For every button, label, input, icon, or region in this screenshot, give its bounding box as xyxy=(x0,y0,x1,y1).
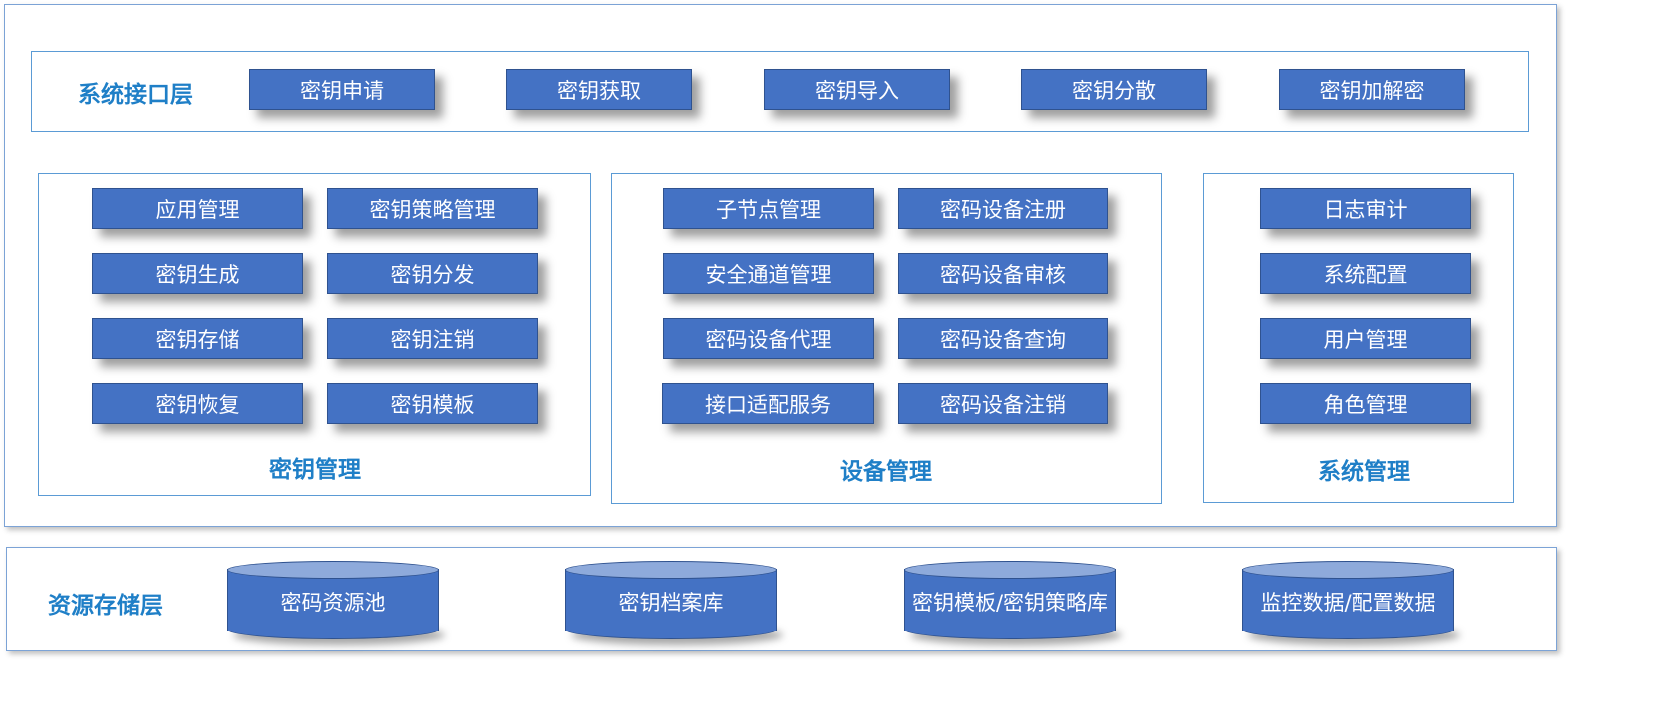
user-management-button[interactable]: 用户管理 xyxy=(1260,318,1471,359)
device-audit-button[interactable]: 密码设备审核 xyxy=(898,253,1108,294)
monitor-config-data-cylinder[interactable]: 监控数据/配置数据 xyxy=(1242,561,1454,639)
system-config-button[interactable]: 系统配置 xyxy=(1260,253,1471,294)
key-import-button[interactable]: 密钥导入 xyxy=(764,69,950,110)
crypto-resource-pool-cylinder[interactable]: 密码资源池 xyxy=(227,561,439,639)
interface-adapter-service-button[interactable]: 接口适配服务 xyxy=(662,383,874,424)
key-revoke-button[interactable]: 密钥注销 xyxy=(327,318,538,359)
app-management-button[interactable]: 应用管理 xyxy=(92,188,303,229)
system-management-title: 系统管理 xyxy=(1318,459,1410,485)
key-archive-cylinder[interactable]: 密钥档案库 xyxy=(565,561,777,639)
interface-layer-title: 系统接口层 xyxy=(78,82,193,108)
key-encrypt-decrypt-button[interactable]: 密钥加解密 xyxy=(1279,69,1465,110)
key-store-button[interactable]: 密钥存储 xyxy=(92,318,303,359)
crypto-resource-pool-label: 密码资源池 xyxy=(280,590,386,615)
key-disperse-button[interactable]: 密钥分散 xyxy=(1021,69,1207,110)
key-distribute-button[interactable]: 密钥分发 xyxy=(327,253,538,294)
key-management-title: 密钥管理 xyxy=(269,457,361,483)
secure-channel-management-button[interactable]: 安全通道管理 xyxy=(663,253,874,294)
key-recover-button[interactable]: 密钥恢复 xyxy=(92,383,303,424)
device-query-button[interactable]: 密码设备查询 xyxy=(898,318,1108,359)
child-node-management-button[interactable]: 子节点管理 xyxy=(663,188,874,229)
device-register-button[interactable]: 密码设备注册 xyxy=(898,188,1108,229)
device-proxy-button[interactable]: 密码设备代理 xyxy=(663,318,874,359)
key-template-button[interactable]: 密钥模板 xyxy=(327,383,538,424)
device-deregister-button[interactable]: 密码设备注销 xyxy=(898,383,1108,424)
key-template-policy-store-cylinder[interactable]: 密钥模板/密钥策略库 xyxy=(904,561,1116,639)
key-template-policy-store-label: 密钥模板/密钥策略库 xyxy=(911,590,1109,615)
key-fetch-button[interactable]: 密钥获取 xyxy=(506,69,692,110)
key-archive-label: 密钥档案库 xyxy=(618,590,724,615)
key-apply-button[interactable]: 密钥申请 xyxy=(249,69,435,110)
monitor-config-data-label: 监控数据/配置数据 xyxy=(1260,590,1436,615)
storage-layer-title: 资源存储层 xyxy=(48,593,163,619)
role-management-button[interactable]: 角色管理 xyxy=(1260,383,1471,424)
key-policy-management-button[interactable]: 密钥策略管理 xyxy=(327,188,538,229)
log-audit-button[interactable]: 日志审计 xyxy=(1260,188,1471,229)
key-generate-button[interactable]: 密钥生成 xyxy=(92,253,303,294)
device-management-title: 设备管理 xyxy=(840,459,932,485)
